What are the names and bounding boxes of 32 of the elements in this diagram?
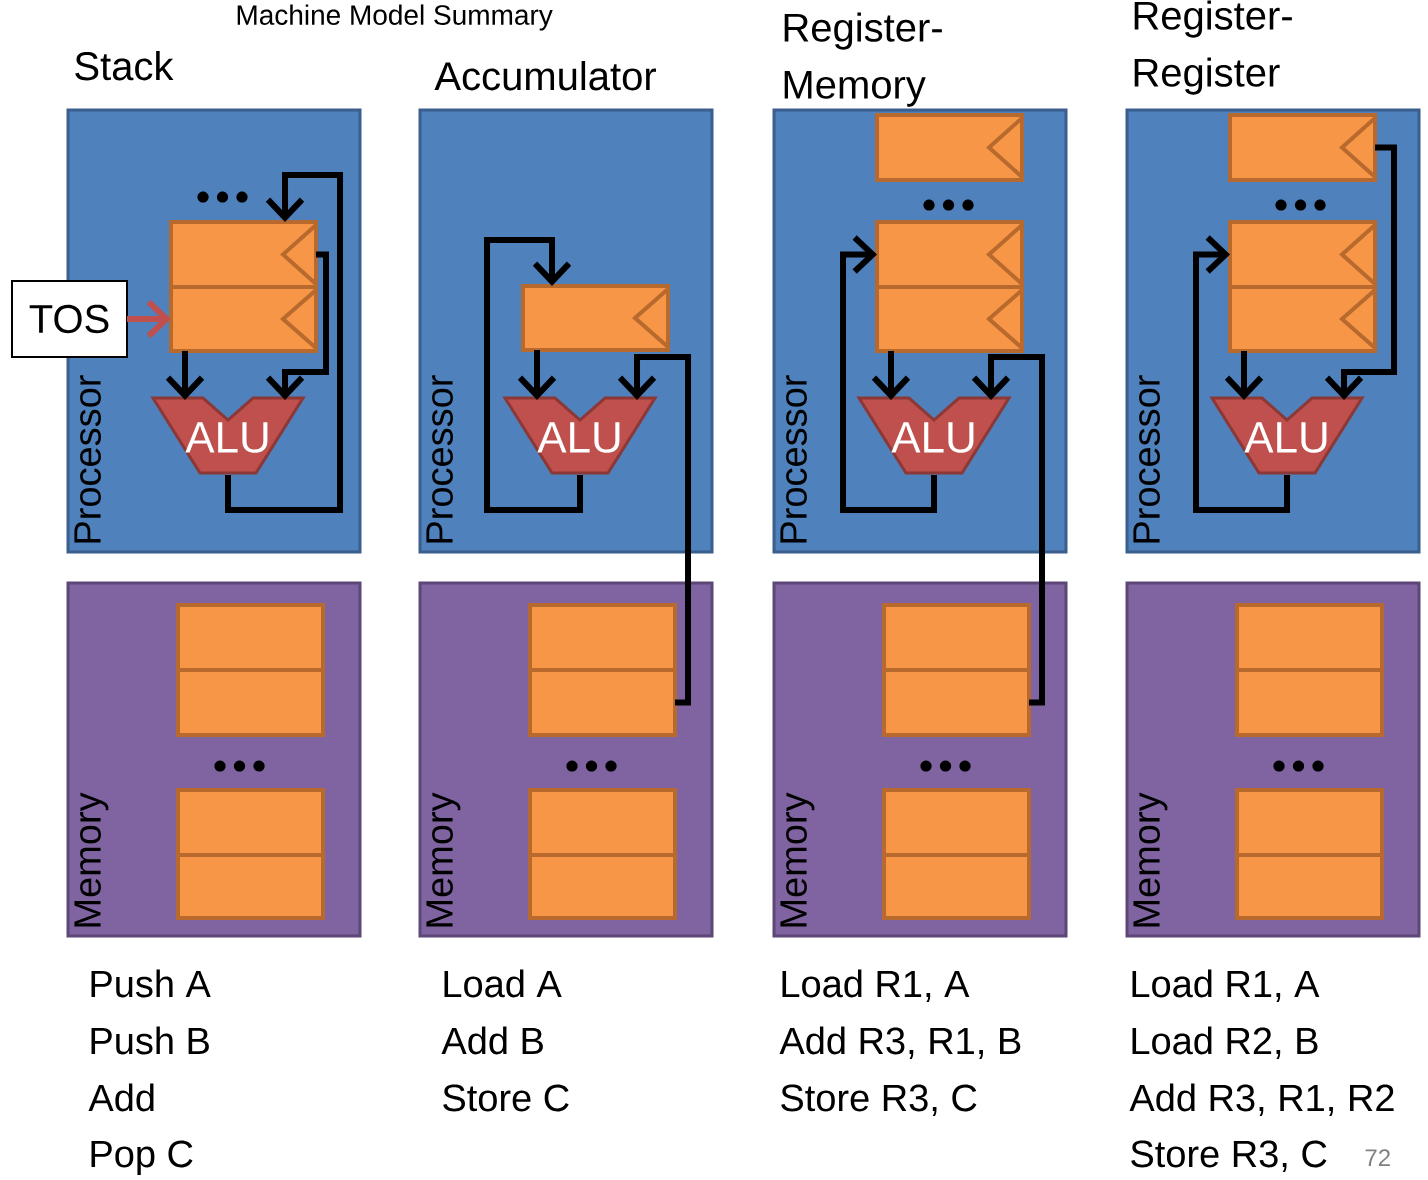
arrow	[840, 235, 937, 513]
instruction: Load R2, B	[1132, 1026, 1318, 1059]
arrow	[1193, 235, 1290, 513]
arrow	[1324, 144, 1397, 400]
heading: Register- Memory	[784, 12, 942, 107]
label-box: TOS	[11, 280, 128, 358]
heading: Stack	[75, 51, 174, 81]
instruction: Load A	[444, 969, 562, 998]
instruction: Store R3, C	[1131, 1140, 1327, 1172]
instruction: Add R3, R1, B	[779, 1026, 1021, 1059]
heading: Register- Register	[1134, 0, 1292, 95]
arrow	[617, 354, 691, 706]
arrow	[971, 354, 1045, 706]
register-box	[875, 113, 1024, 182]
instruction: Add R3, R1, R2	[1129, 1083, 1394, 1116]
instruction: Push A	[91, 969, 211, 998]
instruction: Add	[88, 1083, 154, 1112]
instruction: Store C	[443, 1084, 569, 1112]
title: Machine Model Summary	[237, 4, 553, 31]
register-box	[521, 284, 670, 352]
page-number: 72	[1365, 1149, 1390, 1166]
register-box	[1228, 113, 1377, 182]
arrow	[265, 251, 329, 400]
instruction: Store R3, C	[781, 1084, 977, 1116]
instruction: Add B	[441, 1026, 543, 1055]
instruction: Load R1, A	[782, 969, 970, 1002]
arrow	[225, 172, 343, 513]
heading: Accumulator	[434, 61, 656, 91]
arrow	[484, 237, 583, 513]
instruction: Load R1, A	[1132, 969, 1320, 1002]
instruction: Pop C	[91, 1140, 193, 1175]
instruction: Push B	[91, 1026, 209, 1055]
